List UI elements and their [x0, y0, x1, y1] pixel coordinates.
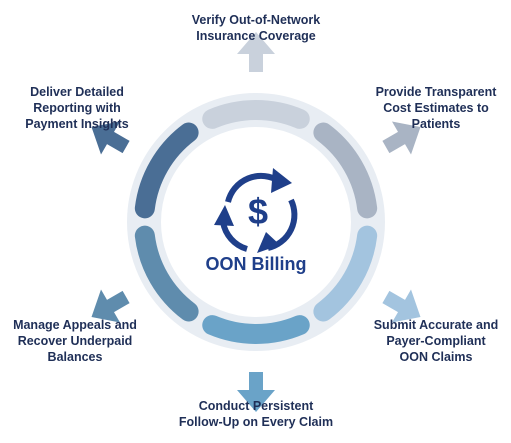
arrow-submit-claims — [382, 289, 421, 323]
ring-segment-appeals — [134, 225, 199, 322]
ring-segment-follow-up — [202, 315, 310, 344]
ring-segment-reporting — [134, 122, 199, 219]
arrow-follow-up — [237, 372, 275, 412]
ring-segment-verify-coverage — [202, 100, 310, 129]
arrow-verify-coverage — [237, 32, 275, 72]
center-title: OON Billing — [205, 254, 307, 274]
svg-text:$: $ — [248, 191, 268, 232]
ring-segment-submit-claims — [313, 225, 378, 322]
arrow-reporting — [91, 121, 130, 155]
arrow-cost-estimates — [382, 121, 421, 155]
ring-segment-cost-estimates — [313, 122, 378, 219]
dollar-cycle-icon: $ — [214, 168, 298, 253]
arrow-appeals — [91, 289, 130, 323]
